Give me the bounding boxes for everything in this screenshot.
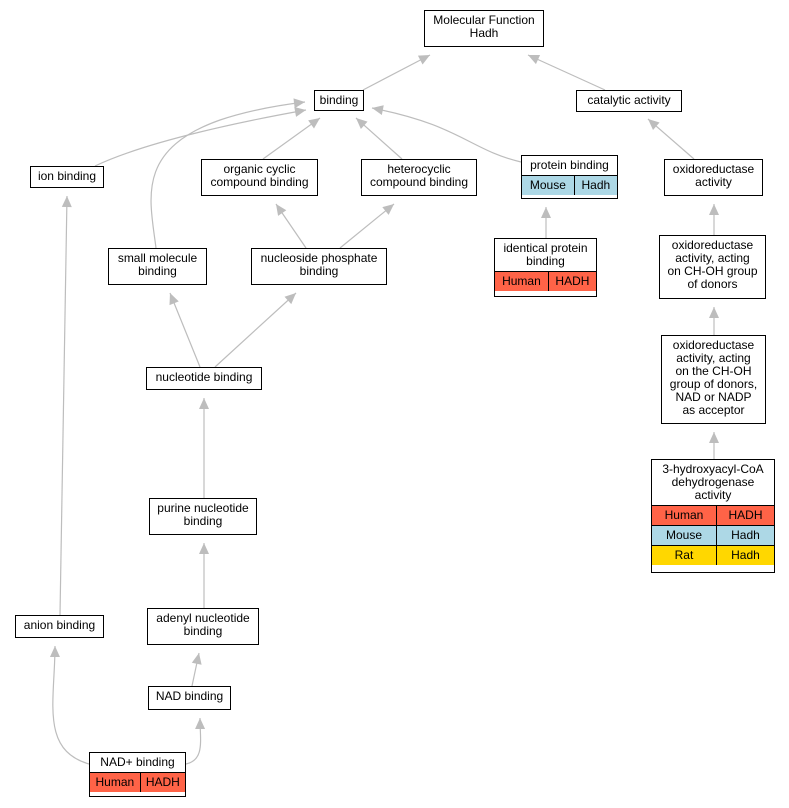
node-label: nucleotide binding — [155, 370, 253, 384]
arrowhead-orgcyc-to-binding — [308, 118, 320, 129]
ortholog-gene: HADH — [139, 772, 185, 792]
node-label: heterocyclic compound binding — [369, 162, 469, 189]
arrowhead-ion-to-binding — [294, 107, 306, 117]
arrowhead-anion-to-ion — [61, 196, 72, 208]
node-binding[interactable]: binding — [314, 90, 364, 111]
node-3-hydroxyacyl-coa-dehydrogenase-activity[interactable]: 3-hydroxyacyl-CoA dehydrogenase activity… — [651, 459, 775, 573]
arrowhead-nucleotide-to-smallmol — [169, 293, 179, 306]
edge-nadplus-to-anion — [52, 645, 90, 765]
ortholog-gene: HADH — [715, 505, 774, 526]
ortholog-species: Mouse — [522, 175, 575, 195]
ortholog-table: Human HADH Mouse Hadh Rat Hadh — [652, 505, 774, 565]
node-label: protein binding — [530, 158, 609, 172]
arrowhead-purine-to-nucleotide — [199, 398, 209, 409]
node-label: identical protein binding — [503, 241, 588, 268]
ortholog-gene: Hadh — [573, 175, 617, 195]
arrowhead-protein-to-binding — [372, 105, 384, 116]
arrowhead-identprot-to-protein — [541, 207, 551, 218]
edge-nucleotide-to-smallmol — [169, 292, 201, 368]
node-label: oxidoreductase activity — [672, 162, 755, 189]
arrowhead-oxido-to-catalytic — [648, 119, 660, 130]
arrowhead-catalytic-to-mf — [528, 54, 541, 65]
node-label: binding — [319, 93, 359, 107]
ortholog-table: Mouse Hadh — [522, 175, 617, 195]
arrowhead-oxidochoh-to-oxido — [709, 204, 719, 215]
arrowhead-hetcyc-to-binding — [356, 118, 368, 130]
edge-smallmol-to-binding — [150, 101, 306, 249]
ortholog-species: Mouse — [652, 525, 717, 546]
node-oxidoreductase-activity[interactable]: oxidoreductase activity — [664, 159, 763, 196]
edge-orgcyc-to-binding — [262, 117, 321, 160]
edge-catalytic-to-mf — [527, 54, 606, 91]
edge-nucleotide-to-nucphos — [214, 292, 297, 368]
node-nad-binding[interactable]: NAD binding — [148, 686, 231, 710]
arrowhead-hadh-to-oxidonad — [709, 432, 719, 443]
node-catalytic-activity[interactable]: catalytic activity — [576, 90, 682, 112]
node-label: small molecule binding — [117, 251, 198, 278]
node-label: purine nucleotide binding — [157, 501, 249, 528]
node-adenyl-nucleotide-binding[interactable]: adenyl nucleotide binding — [147, 608, 259, 645]
ortholog-gene: Hadh — [715, 545, 774, 565]
arrowhead-binding-to-mf — [417, 55, 430, 65]
node-label: Molecular Function Hadh — [433, 13, 535, 40]
edge-protein-to-binding — [371, 107, 522, 163]
ortholog-species: Rat — [652, 545, 717, 565]
ortholog-gene: Hadh — [715, 525, 774, 546]
node-purine-nucleotide-binding[interactable]: purine nucleotide binding — [149, 498, 257, 535]
node-nucleotide-binding[interactable]: nucleotide binding — [146, 367, 262, 390]
node-organic-cyclic-compound-binding[interactable]: organic cyclic compound binding — [201, 159, 318, 196]
node-molecular-function[interactable]: Molecular Function Hadh — [424, 10, 544, 47]
node-nad-plus-binding[interactable]: NAD+ binding Human HADH — [89, 752, 186, 797]
node-anion-binding[interactable]: anion binding — [15, 615, 104, 638]
node-oxidoreductase-ch-oh-donors[interactable]: oxidoreductase activity, acting on CH-OH… — [659, 235, 766, 299]
node-ion-binding[interactable]: ion binding — [30, 166, 104, 188]
node-protein-binding[interactable]: protein binding Mouse Hadh — [521, 155, 618, 199]
node-label: oxidoreductase activity, acting on the C… — [669, 338, 758, 417]
ortholog-species: Human — [652, 505, 717, 526]
node-oxidoreductase-nad-acceptor[interactable]: oxidoreductase activity, acting on the C… — [661, 335, 766, 424]
edge-ion-to-binding — [94, 109, 307, 167]
node-label: catalytic activity — [587, 93, 671, 107]
node-identical-protein-binding[interactable]: identical protein binding Human HADH — [494, 238, 597, 297]
node-label: ion binding — [37, 169, 97, 183]
arrowhead-nadplus-to-anion — [49, 646, 60, 658]
edge-anion-to-ion — [59, 195, 68, 616]
node-label: anion binding — [23, 618, 96, 632]
arrowhead-nad-to-adenyl — [191, 653, 202, 665]
node-nucleoside-phosphate-binding[interactable]: nucleoside phosphate binding — [251, 248, 387, 285]
node-label: adenyl nucleotide binding — [156, 611, 250, 638]
ortholog-table: Human HADH — [495, 271, 596, 291]
edge-nucphos-to-hetcyc — [339, 203, 395, 249]
arrowhead-nucleotide-to-nucphos — [284, 293, 296, 305]
node-label: NAD+ binding — [100, 755, 175, 769]
node-heterocyclic-compound-binding[interactable]: heterocyclic compound binding — [361, 159, 477, 196]
ortholog-table: Human HADH — [90, 772, 185, 792]
node-label: organic cyclic compound binding — [210, 162, 309, 189]
arrowhead-adenyl-to-purine — [199, 543, 209, 554]
ortholog-species: Human — [495, 271, 549, 291]
arrowhead-oxidonad-to-oxidochoh — [709, 307, 719, 318]
ortholog-gene: HADH — [547, 271, 596, 291]
arrowhead-smallmol-to-binding — [293, 98, 305, 109]
node-label: NAD binding — [155, 689, 224, 703]
arrowhead-nucphos-to-hetcyc — [382, 204, 394, 215]
arrowhead-nadplus-to-nad — [195, 718, 206, 730]
node-small-molecule-binding[interactable]: small molecule binding — [108, 248, 207, 285]
node-label: oxidoreductase activity, acting on CH-OH… — [667, 238, 758, 291]
ortholog-species: Human — [90, 772, 141, 792]
arrowhead-nucphos-to-orgcyc — [276, 204, 287, 216]
node-label: 3-hydroxyacyl-CoA dehydrogenase activity — [662, 462, 764, 502]
edge-binding-to-mf — [362, 54, 431, 91]
node-label: nucleoside phosphate binding — [260, 251, 378, 278]
